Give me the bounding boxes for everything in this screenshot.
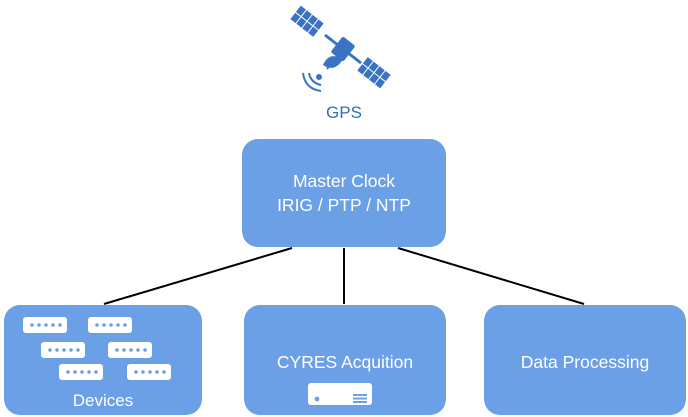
gps-label: GPS [326,103,362,122]
cyres-acquisition-label: CYRES Acquition [276,352,414,372]
server-rack-icon [107,341,153,359]
server-rack-icon [22,316,68,334]
master-clock-protocols: IRIG / PTP / NTP [277,195,411,215]
connector-master-data [397,247,585,305]
server-rack-icon [40,341,86,359]
server-rack-icon [58,363,104,381]
master-clock-node: Master Clock IRIG / PTP / NTP [242,139,446,247]
connector-master-devices [103,247,293,305]
server-rack-icon [87,316,133,334]
server-rack-icon [126,363,172,381]
satellite-icon [289,3,393,93]
master-clock-title: Master Clock [292,171,396,191]
devices-node: Devices [4,305,202,415]
devices-label: Devices [72,391,134,410]
acquisition-unit-icon [307,382,373,406]
data-processing-node: Data Processing [484,305,686,415]
data-processing-label: Data Processing [520,352,650,372]
cyres-acquisition-node: CYRES Acquition [244,305,446,415]
